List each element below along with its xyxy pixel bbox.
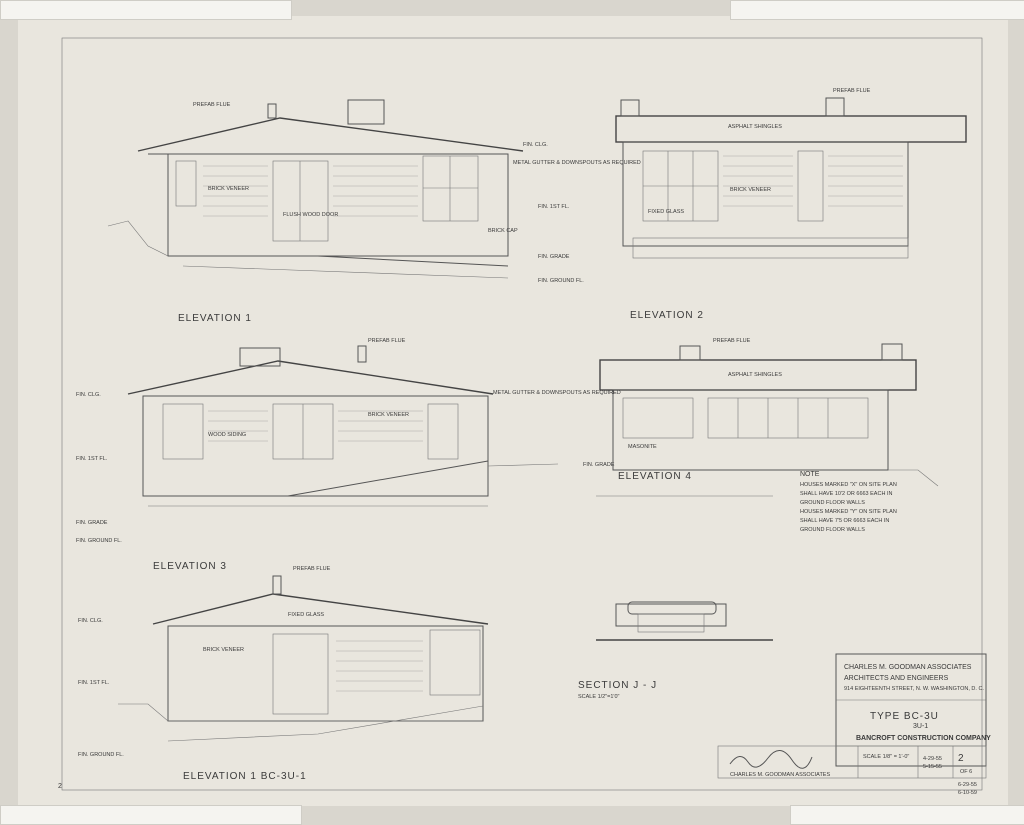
elev1-brick-label: BRICK VENEER (208, 186, 249, 192)
date-1: 4-29-55 (923, 756, 942, 762)
note-line-3: GROUND FLOOR WALLS (800, 500, 865, 506)
elev1-fl-label: FIN. 1ST FL. (538, 204, 570, 210)
elevation-2-title: ELEVATION 2 (630, 310, 704, 321)
elev1-grade-label: FIN. GRADE (538, 254, 570, 260)
elev3-grade-label: FIN. GRADE (76, 520, 108, 526)
elevation-4-title: ELEVATION 4 (618, 471, 692, 482)
note-heading: NOTE (800, 471, 820, 478)
elev3-ground-label: FIN. GROUND FL. (76, 538, 122, 544)
elev4-flue-label: PREFAB FLUE (713, 338, 751, 344)
page-mark: 2 (58, 783, 62, 790)
firm-name: CHARLES M. GOODMAN ASSOCIATES (844, 664, 972, 671)
tape-top-right (730, 0, 1024, 20)
elev2-glass-label: FIXED GLASS (648, 209, 684, 215)
elev1-clg-label: FIN. CLG. (523, 142, 548, 148)
title-block (717, 653, 987, 779)
date-2: 5-15-55 (923, 764, 942, 770)
elev3-siding-label: WOOD SIDING (208, 432, 246, 438)
elev3-clg-label: FIN. CLG. (76, 392, 101, 398)
elev3-gutter-label: METAL GUTTER & DOWNSPOUTS AS REQUIRED (493, 390, 621, 396)
elev1-door-label: FLUSH WOOD DOOR (283, 212, 338, 218)
elevation-4-drawing (599, 343, 939, 487)
elev3-brick-label: BRICK VENEER (368, 412, 409, 418)
elev4-masonite-label: MASONITE (628, 444, 657, 450)
elev5-flue-label: PREFAB FLUE (293, 566, 331, 572)
elev5-clg-label: FIN. CLG. (78, 618, 103, 624)
elev5-brick-label: BRICK VENEER (203, 647, 244, 653)
sheet-number: 2 (958, 753, 965, 764)
date-3: 6-29-55 (958, 782, 977, 788)
elev1-cap-label: BRICK CAP (488, 228, 518, 234)
architectural-drawing: PREFAB FLUE BRICK VENEER FLUSH WOOD DOOR… (58, 37, 991, 796)
sheet-total: OF 6 (960, 769, 972, 775)
note-line-2: SHALL HAVE 10'2 OR 6663 EACH IN (800, 491, 892, 497)
section-jj-title: SECTION J - J (578, 680, 657, 691)
elev3-flue-label: PREFAB FLUE (368, 338, 406, 344)
date-4: 6-10-59 (958, 790, 977, 796)
elevation-2-drawing (615, 97, 967, 259)
note-line-4: HOUSES MARKED "Y" ON SITE PLAN (800, 509, 897, 515)
elevation-bc3u1-drawing (118, 575, 489, 742)
firm-address: 914 EIGHTEENTH STREET, N. W. WASHINGTON,… (844, 686, 984, 692)
elev1-ground-label: FIN. GROUND FL. (538, 278, 584, 284)
drawing-sheet: PREFAB FLUE BRICK VENEER FLUSH WOOD DOOR… (18, 16, 1008, 806)
elevation-1-drawing (107, 99, 524, 279)
elev1-gutter-label: METAL GUTTER & DOWNSPOUTS AS REQUIRED (513, 160, 641, 166)
elev4-shingles-label: ASPHALT SHINGLES (728, 372, 782, 378)
elev3-fl-label: FIN. 1ST FL. (76, 456, 108, 462)
client-name: BANCROFT CONSTRUCTION COMPANY (856, 735, 991, 742)
tape-top-left (0, 0, 292, 20)
scale-value: SCALE 1/8" = 1'-0" (863, 754, 909, 760)
elev5-ground-label: FIN. GROUND FL. (78, 752, 124, 758)
note-line-5: SHALL HAVE 7'5 OR 6663 EACH IN (800, 518, 889, 524)
note-line-1: HOUSES MARKED "X" ON SITE PLAN (800, 482, 897, 488)
signature-mark (729, 750, 813, 769)
elev2-brick-label: BRICK VENEER (730, 187, 771, 193)
elev1-flue-label: PREFAB FLUE (193, 102, 231, 108)
section-jj-scale: SCALE 1/2"=1'0" (578, 694, 620, 700)
elev5-fl-label: FIN. 1ST FL. (78, 680, 110, 686)
firm-subtitle: ARCHITECTS AND ENGINEERS (844, 675, 949, 682)
elevation-1-title: ELEVATION 1 (178, 313, 252, 324)
elev4-grade-label: FIN. GRADE (583, 462, 615, 468)
drawing-type: TYPE BC-3U (870, 711, 939, 722)
sheet-border (61, 37, 983, 791)
section-jj-drawing (596, 495, 773, 641)
drawing-type-sub: 3U-1 (913, 723, 928, 730)
elevation-bc3u1-title: ELEVATION 1 BC-3U-1 (183, 771, 307, 782)
elev5-glass-label: FIXED GLASS (288, 612, 324, 618)
elev2-flue-label: PREFAB FLUE (833, 88, 871, 94)
tape-bottom-right (790, 805, 1024, 825)
elevation-3-drawing (127, 345, 559, 507)
signature-caption: CHARLES M. GOODMAN ASSOCIATES (730, 772, 830, 778)
elevation-3-title: ELEVATION 3 (153, 561, 227, 572)
note-line-6: GROUND FLOOR WALLS (800, 527, 865, 533)
elev2-shingles-label: ASPHALT SHINGLES (728, 124, 782, 130)
tape-bottom-left (0, 805, 302, 825)
